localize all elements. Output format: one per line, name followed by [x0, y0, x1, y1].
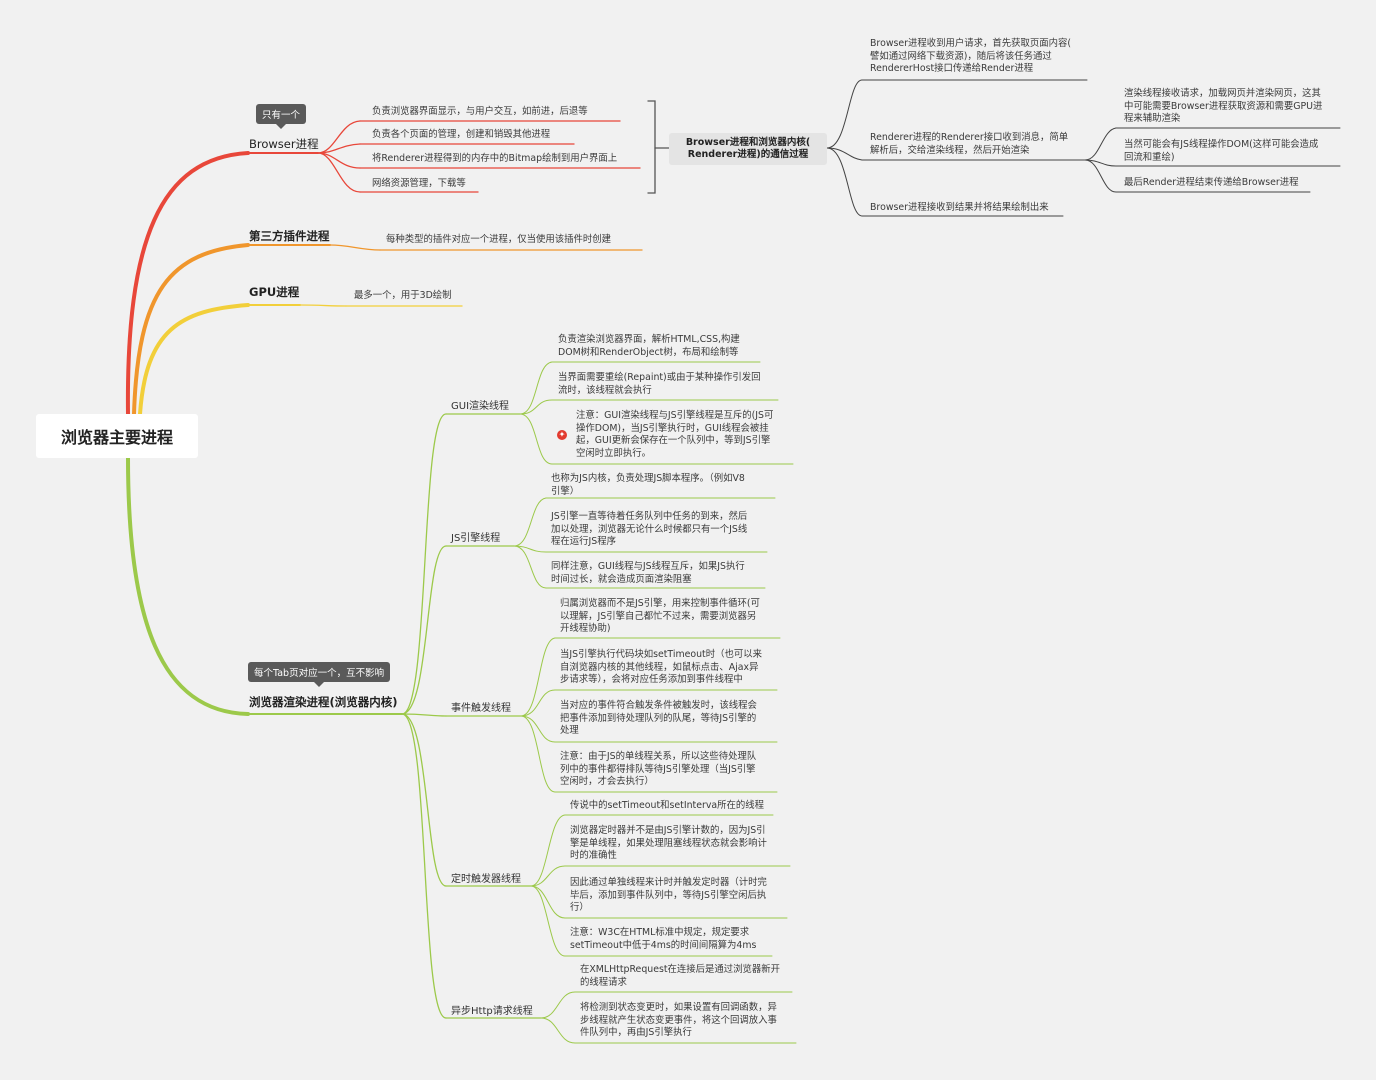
- branch-gpu: [138, 303, 250, 416]
- gpu-process-node[interactable]: GPU进程: [249, 285, 300, 299]
- http-thread-node[interactable]: 异步Http请求线程: [451, 1006, 533, 1017]
- timer-item-2: 浏览器定时器并不是由JS引擎计数的，因为JS引 擎是单线程，如果处理阻塞线程状态…: [570, 825, 767, 862]
- http-item-2: 将检测到状态变更时，如果设置有回调函数，异 步线程就产生状态变更事件，将这个回调…: [580, 1002, 777, 1039]
- render-sub-3: 最后Render进程结束传递给Browser进程: [1124, 177, 1299, 188]
- comm-step-3: Browser进程接收到结果并将结果绘制出来: [870, 202, 1049, 213]
- gui-thread-node[interactable]: GUI渲染线程: [451, 401, 510, 412]
- branch-browser: [125, 151, 250, 416]
- plugin-desc: 每种类型的插件对应一个进程，仅当使用该插件时创建: [386, 234, 612, 245]
- gui-item-2: 当界面需要重绘(Repaint)或由于某种操作引发回 流时，该线程就会执行: [558, 372, 761, 396]
- browser-renderer-summary[interactable]: Browser进程和浏览器内核( Renderer进程)的通信过程: [669, 133, 827, 165]
- event-item-4: 注意：由于JS的单线程关系，所以这些待处理队 列中的事件都得排队等待JS引擎处理…: [560, 751, 757, 788]
- timer-item-1: 传说中的setTimeout和setInterva所在的线程: [570, 800, 765, 811]
- comm-step-2: Renderer进程的Renderer接口收到消息，简单 解析后，交给渲染线程，…: [870, 132, 1069, 156]
- branch-plugin: [132, 243, 250, 416]
- gui-item-1: 负责渲染浏览器界面，解析HTML,CSS,构建 DOM树和RenderObjec…: [558, 334, 740, 358]
- timer-thread-node[interactable]: 定时触发器线程: [451, 874, 521, 885]
- render-sub-1: 渲染线程接收请求，加载网页并渲染网页，这其 中可能需要Browser进程获取资源…: [1124, 88, 1323, 125]
- browser-item-2: 负责各个页面的管理，创建和销毁其他进程: [372, 129, 551, 140]
- js-item-3: 同样注意，GUI线程与JS线程互斥，如果JS执行 时间过长，就会造成页面渲染阻塞: [551, 561, 745, 585]
- timer-item-4: 注意：W3C在HTML标准中规定，规定要求 setTimeout中低于4ms的时…: [570, 927, 757, 951]
- browser-item-3: 将Renderer进程得到的内存中的Bitmap绘制到用户界面上: [372, 153, 618, 164]
- plugin-process-node[interactable]: 第三方插件进程: [249, 229, 330, 243]
- renderer-process-node[interactable]: 浏览器渲染进程(浏览器内核): [249, 695, 398, 709]
- event-thread-node[interactable]: 事件触发线程: [451, 703, 511, 714]
- browser-process-node[interactable]: Browser进程: [249, 137, 319, 151]
- branch-renderer: [126, 456, 250, 716]
- gpu-desc: 最多一个，用于3D绘制: [354, 290, 452, 301]
- http-item-1: 在XMLHttpRequest在连接后是通过浏览器新开 的线程请求: [580, 964, 781, 988]
- renderer-callout: 每个Tab页对应一个，互不影响: [248, 662, 391, 687]
- event-item-2: 当JS引擎执行代码块如setTimeout时（也可以来 自浏览器内核的其他线程，…: [560, 649, 762, 686]
- browser-item-1: 负责浏览器界面显示，与用户交互，如前进，后退等: [372, 106, 588, 117]
- event-item-1: 归属浏览器而不是JS引擎，用来控制事件循环(可 以理解，JS引擎自己都忙不过来，…: [560, 598, 760, 635]
- js-thread-node[interactable]: JS引擎线程: [451, 533, 501, 544]
- js-item-1: 也称为JS内核，负责处理JS脚本程序。（例如V8 引擎）: [551, 473, 745, 497]
- js-item-2: JS引擎一直等待着任务队列中任务的到来，然后 加以处理，浏览器无论什么时候都只有…: [551, 511, 748, 548]
- event-item-3: 当对应的事件符合触发条件被触发时，该线程会 把事件添加到待处理队列的队尾，等待J…: [560, 700, 757, 737]
- render-sub-2: 当然可能会有JS线程操作DOM(这样可能会造成 回流和重绘): [1124, 139, 1319, 163]
- browser-callout: 只有一个: [256, 104, 307, 129]
- gui-item-3: 注意：GUI渲染线程与JS引擎线程是互斥的(JS可 操作DOM)，当JS引擎执行…: [576, 410, 774, 459]
- root-node[interactable]: 浏览器主要进程: [36, 414, 198, 458]
- star-icon: ✦: [557, 430, 567, 440]
- timer-item-3: 因此通过单独线程来计时并触发定时器（计时完 毕后，添加到事件队列中，等待JS引擎…: [570, 877, 767, 914]
- browser-item-4: 网络资源管理，下载等: [372, 178, 466, 189]
- comm-step-1: Browser进程收到用户请求，首先获取页面内容( 譬如通过网络下载资源)，随后…: [870, 38, 1072, 75]
